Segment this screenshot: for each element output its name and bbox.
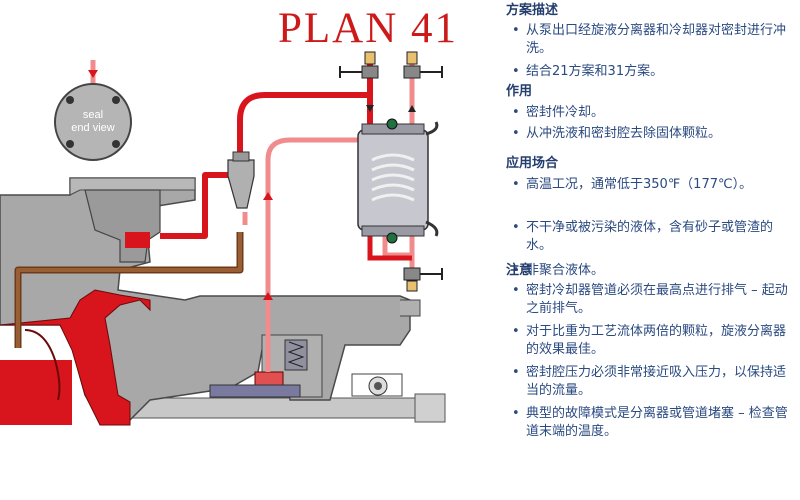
section-heading-notes: 注意 [506,263,533,278]
flow-arrow-pink-1 [263,292,273,300]
section-heading-application: 应用场合 [506,156,559,171]
cooler-port-top [386,118,398,130]
flow-arrow-cooler-out [408,105,416,112]
flow-arrow-pink-2 [263,192,273,200]
bullet: • [512,365,520,380]
list-item: •密封冷却器管道必须在最高点进行排气 – 起动之前排气。 [512,283,788,316]
casing-bottom-fluid [0,360,72,425]
seal-end-view-label-2: end view [71,122,114,134]
list-item: •结合21方案和31方案。 [512,64,664,79]
bullet: • [512,64,520,79]
bullet: • [512,263,520,278]
cooler-body [357,129,429,231]
pump-inlet-flange [69,177,196,196]
seal-end-view-bolt-4 [112,140,120,148]
shaft-end [414,393,446,423]
pipe-cooler-bottom [367,228,412,261]
discharge-fluid [125,232,150,248]
bullet: • [512,23,520,38]
cooler-water-pipe-top [425,121,439,136]
list-item: •非聚合液体。 [512,263,605,278]
bullet: • [512,126,520,141]
cyclone-separator [227,159,255,209]
list-item: •对于比重为工艺流体两倍的颗粒，旋液分离器的效果最佳。 [512,324,787,357]
bearing-inner [374,382,382,390]
drain-valve [403,267,443,292]
seal-sleeve [209,384,301,398]
flow-arrow-top [88,70,98,78]
seal-end-view-bolt-2 [112,96,120,104]
cooler-water-pipe-bottom [425,220,439,237]
list-item: •高温工况，通常低于350℉（177℃）。 [512,177,753,192]
cooler-coil [371,153,415,202]
notes-panel: 方案描述 •从泵出口经旋液分离器和冷却器对密封进行冲洗。 •结合21方案和31方… [500,0,800,500]
list-item: •典型的故障模式是分离器或管道堵塞 – 检查管道末端的温度。 [512,406,788,439]
section-heading-description: 方案描述 [506,3,559,18]
seal-end-view [54,83,132,161]
list-item: •从泵出口经旋液分离器和冷却器对密封进行冲洗。 [512,23,787,56]
impeller-fluid [0,289,151,426]
list-item: •从冲洗液和密封腔去除固体颗粒。 [512,126,722,141]
section-heading-function: 作用 [506,84,533,99]
cooler-port-bottom [386,232,398,244]
seal-end-view-bolt-3 [66,140,74,148]
impeller-vane [24,329,61,401]
seal-spring-coil [287,341,305,368]
list-item: •密封件冷却。 [512,105,605,120]
bullet: • [512,406,520,421]
bullet: • [512,220,520,235]
vent-valve-left [339,51,379,79]
bullet: • [512,177,520,192]
bullet: • [512,283,520,298]
pipe-cyclone-to-cooler [237,92,373,172]
bullet: • [512,324,520,339]
vent-valve-right [403,51,443,79]
pipe-cyclone-inlet [160,172,232,239]
bearing-housing [351,373,403,397]
seal-end-view-bolt-1 [66,96,74,104]
bullet: • [512,105,520,120]
pump-shaft [129,397,441,419]
pipe-discharge-to-cyclone-inner [16,232,242,348]
flow-arrow-cooler-in [366,105,374,112]
page-title: PLAN 41 [278,5,459,52]
seal-end-view-label-1: seal [83,109,103,121]
list-item: •密封腔压力必须非常接近吸入压力，以保持适当的流量。 [512,365,787,398]
vent-nozzle [400,299,421,317]
list-item: •不干净或被污染的液体，含有砂子或管渣的水。 [512,220,774,253]
cyclone-top [232,151,250,162]
